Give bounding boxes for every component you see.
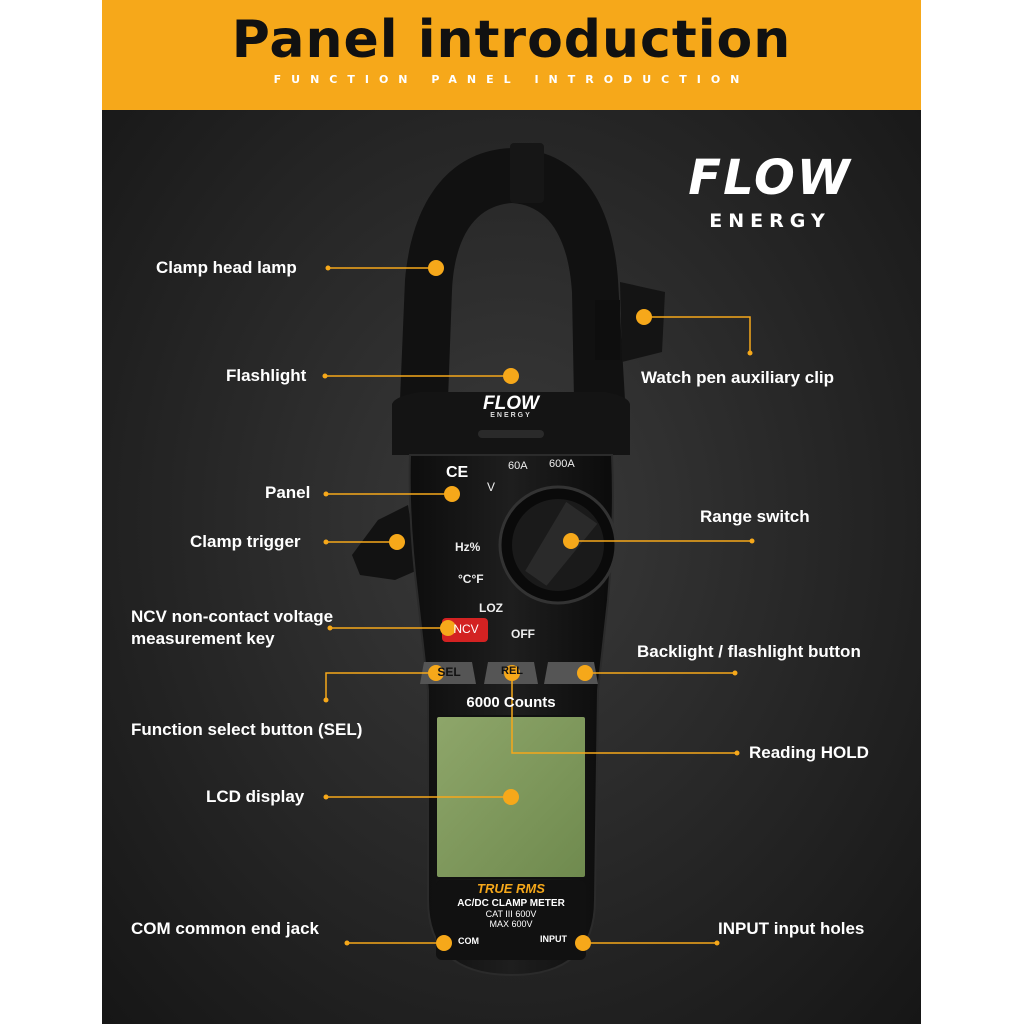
counts-label: 6000 Counts <box>466 694 556 711</box>
range-switch-dial <box>498 485 618 605</box>
callout-input-holes: INPUT input holes <box>718 919 865 938</box>
meter-brand: FLOW <box>483 393 539 414</box>
callout-reading-hold: Reading HOLD <box>749 743 869 762</box>
callout-dots <box>389 260 652 951</box>
meter-brand-sub: ENERGY <box>490 412 532 419</box>
jack-panel <box>436 880 586 960</box>
rel-key-label: REL <box>501 665 523 677</box>
true-rms-label: TRUE RMS <box>477 881 545 896</box>
range-60a-label: 60A <box>508 460 528 472</box>
callout-panel: Panel <box>265 483 311 502</box>
dial-off-label: OFF <box>511 627 535 641</box>
com-jack-label: COM <box>458 936 479 946</box>
dial-v-label: V <box>487 480 496 494</box>
callout-lines <box>325 267 752 944</box>
ce-mark: CE <box>446 464 469 481</box>
dial-hz-label: Hz% <box>455 540 481 554</box>
callout-flashlight: Flashlight <box>226 366 307 385</box>
callout-ncv-line2: measurement key <box>131 629 275 648</box>
callout-clamp-trigger: Clamp trigger <box>190 532 301 551</box>
range-600a-label: 600A <box>549 458 575 470</box>
title-banner: Panel introduction FUNCTION PANEL INTROD… <box>102 0 921 110</box>
model-label: AC/DC CLAMP METER <box>457 898 565 909</box>
callout-clamp-head-lamp: Clamp head lamp <box>156 258 297 277</box>
head-collar <box>392 392 630 455</box>
callout-com-jack: COM common end jack <box>131 919 319 938</box>
dial-loz-label: LOZ <box>479 601 503 615</box>
dial-temp-label: °C°F <box>458 572 484 586</box>
callout-range-switch: Range switch <box>700 507 810 526</box>
sel-key-label: SEL <box>437 665 461 679</box>
brand-logo: FLOW <box>688 150 852 206</box>
callout-end-dots <box>322 265 755 946</box>
max-rating: MAX 600V <box>489 919 533 929</box>
cat-rating: CAT III 600V <box>485 909 537 919</box>
callout-backlight-button: Backlight / flashlight button <box>637 642 861 661</box>
callout-ncv-line1: NCV non-contact voltage <box>131 607 334 626</box>
ncv-key-label: NCV <box>453 622 479 636</box>
brand-subtitle: ENERGY <box>709 210 831 232</box>
page-subtitle: FUNCTION PANEL INTRODUCTION <box>273 73 750 86</box>
callout-lcd-display: LCD display <box>206 787 305 806</box>
flashlight-lens <box>478 430 544 438</box>
callout-watch-pen-clip: Watch pen auxiliary clip <box>641 368 835 387</box>
callout-function-select: Function select button (SEL) <box>131 720 363 739</box>
page-title: Panel introduction <box>231 10 792 70</box>
input-jack-label: INPUT <box>540 934 567 944</box>
